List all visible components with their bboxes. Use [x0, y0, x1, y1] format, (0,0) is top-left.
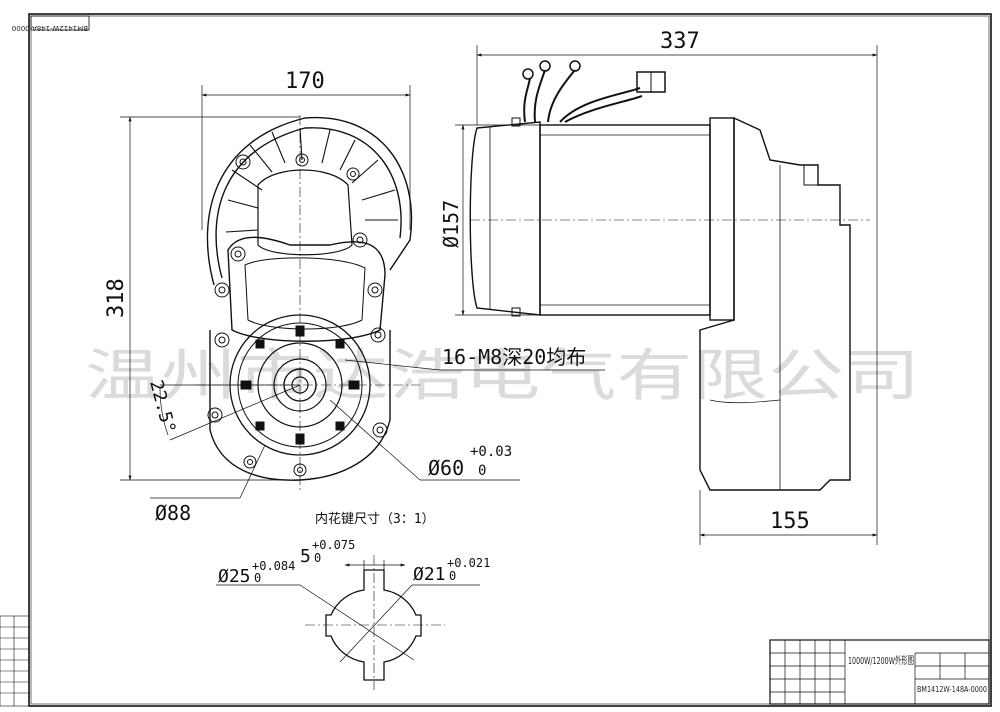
sheet-inner-border — [30, 15, 990, 705]
watermark: 温州市达浩电气有限公司 — [85, 344, 920, 409]
spline-key-width-tol-lower: 0 — [314, 551, 321, 565]
dim-60-tol-upper: +0.03 — [470, 444, 512, 460]
title-part-name: 1000W/1200W外形图 — [848, 655, 914, 667]
side-view — [469, 60, 870, 491]
dim-318: 318 — [104, 278, 129, 318]
front-view-dimensions — [120, 85, 605, 499]
spline-detail — [305, 555, 445, 690]
dim-157: Ø157 — [439, 200, 463, 248]
sheet-border — [28, 13, 992, 707]
top-drawing-number-box: BM1412W-148A-0000 — [12, 15, 90, 32]
top-drawing-number: BM1412W-148A-0000 — [12, 24, 88, 32]
title-block — [769, 639, 990, 705]
revision-table — [0, 615, 30, 707]
dim-60-tol-lower: 0 — [478, 463, 486, 479]
spline-title: 内花键尺寸（3：1） — [315, 511, 435, 527]
spline-outer-dia-tol-lower: 0 — [254, 571, 261, 585]
dim-60: Ø60 — [428, 456, 464, 480]
dim-337: 337 — [660, 29, 700, 54]
bolt-note: 16-M8深20均布 — [442, 345, 586, 369]
spline-inner-dia-tol-upper: +0.021 — [447, 556, 490, 570]
dim-88: Ø88 — [155, 501, 191, 525]
spline-inner-dia: Ø21 — [413, 564, 446, 585]
front-view — [195, 115, 420, 490]
side-view-dimensions — [455, 45, 878, 545]
spline-outer-dia-tol-upper: +0.084 — [252, 559, 295, 573]
dim-155: 155 — [770, 509, 810, 534]
dim-170: 170 — [285, 69, 325, 94]
spline-key-width: 5 — [300, 546, 311, 567]
spline-outer-dia: Ø25 — [218, 566, 251, 587]
title-drawing-number: BM1412W-148A-0000 — [917, 685, 987, 694]
spline-dimensions — [216, 560, 480, 663]
spline-key-width-tol-upper: +0.075 — [312, 538, 355, 552]
spline-inner-dia-tol-lower: 0 — [449, 569, 456, 583]
